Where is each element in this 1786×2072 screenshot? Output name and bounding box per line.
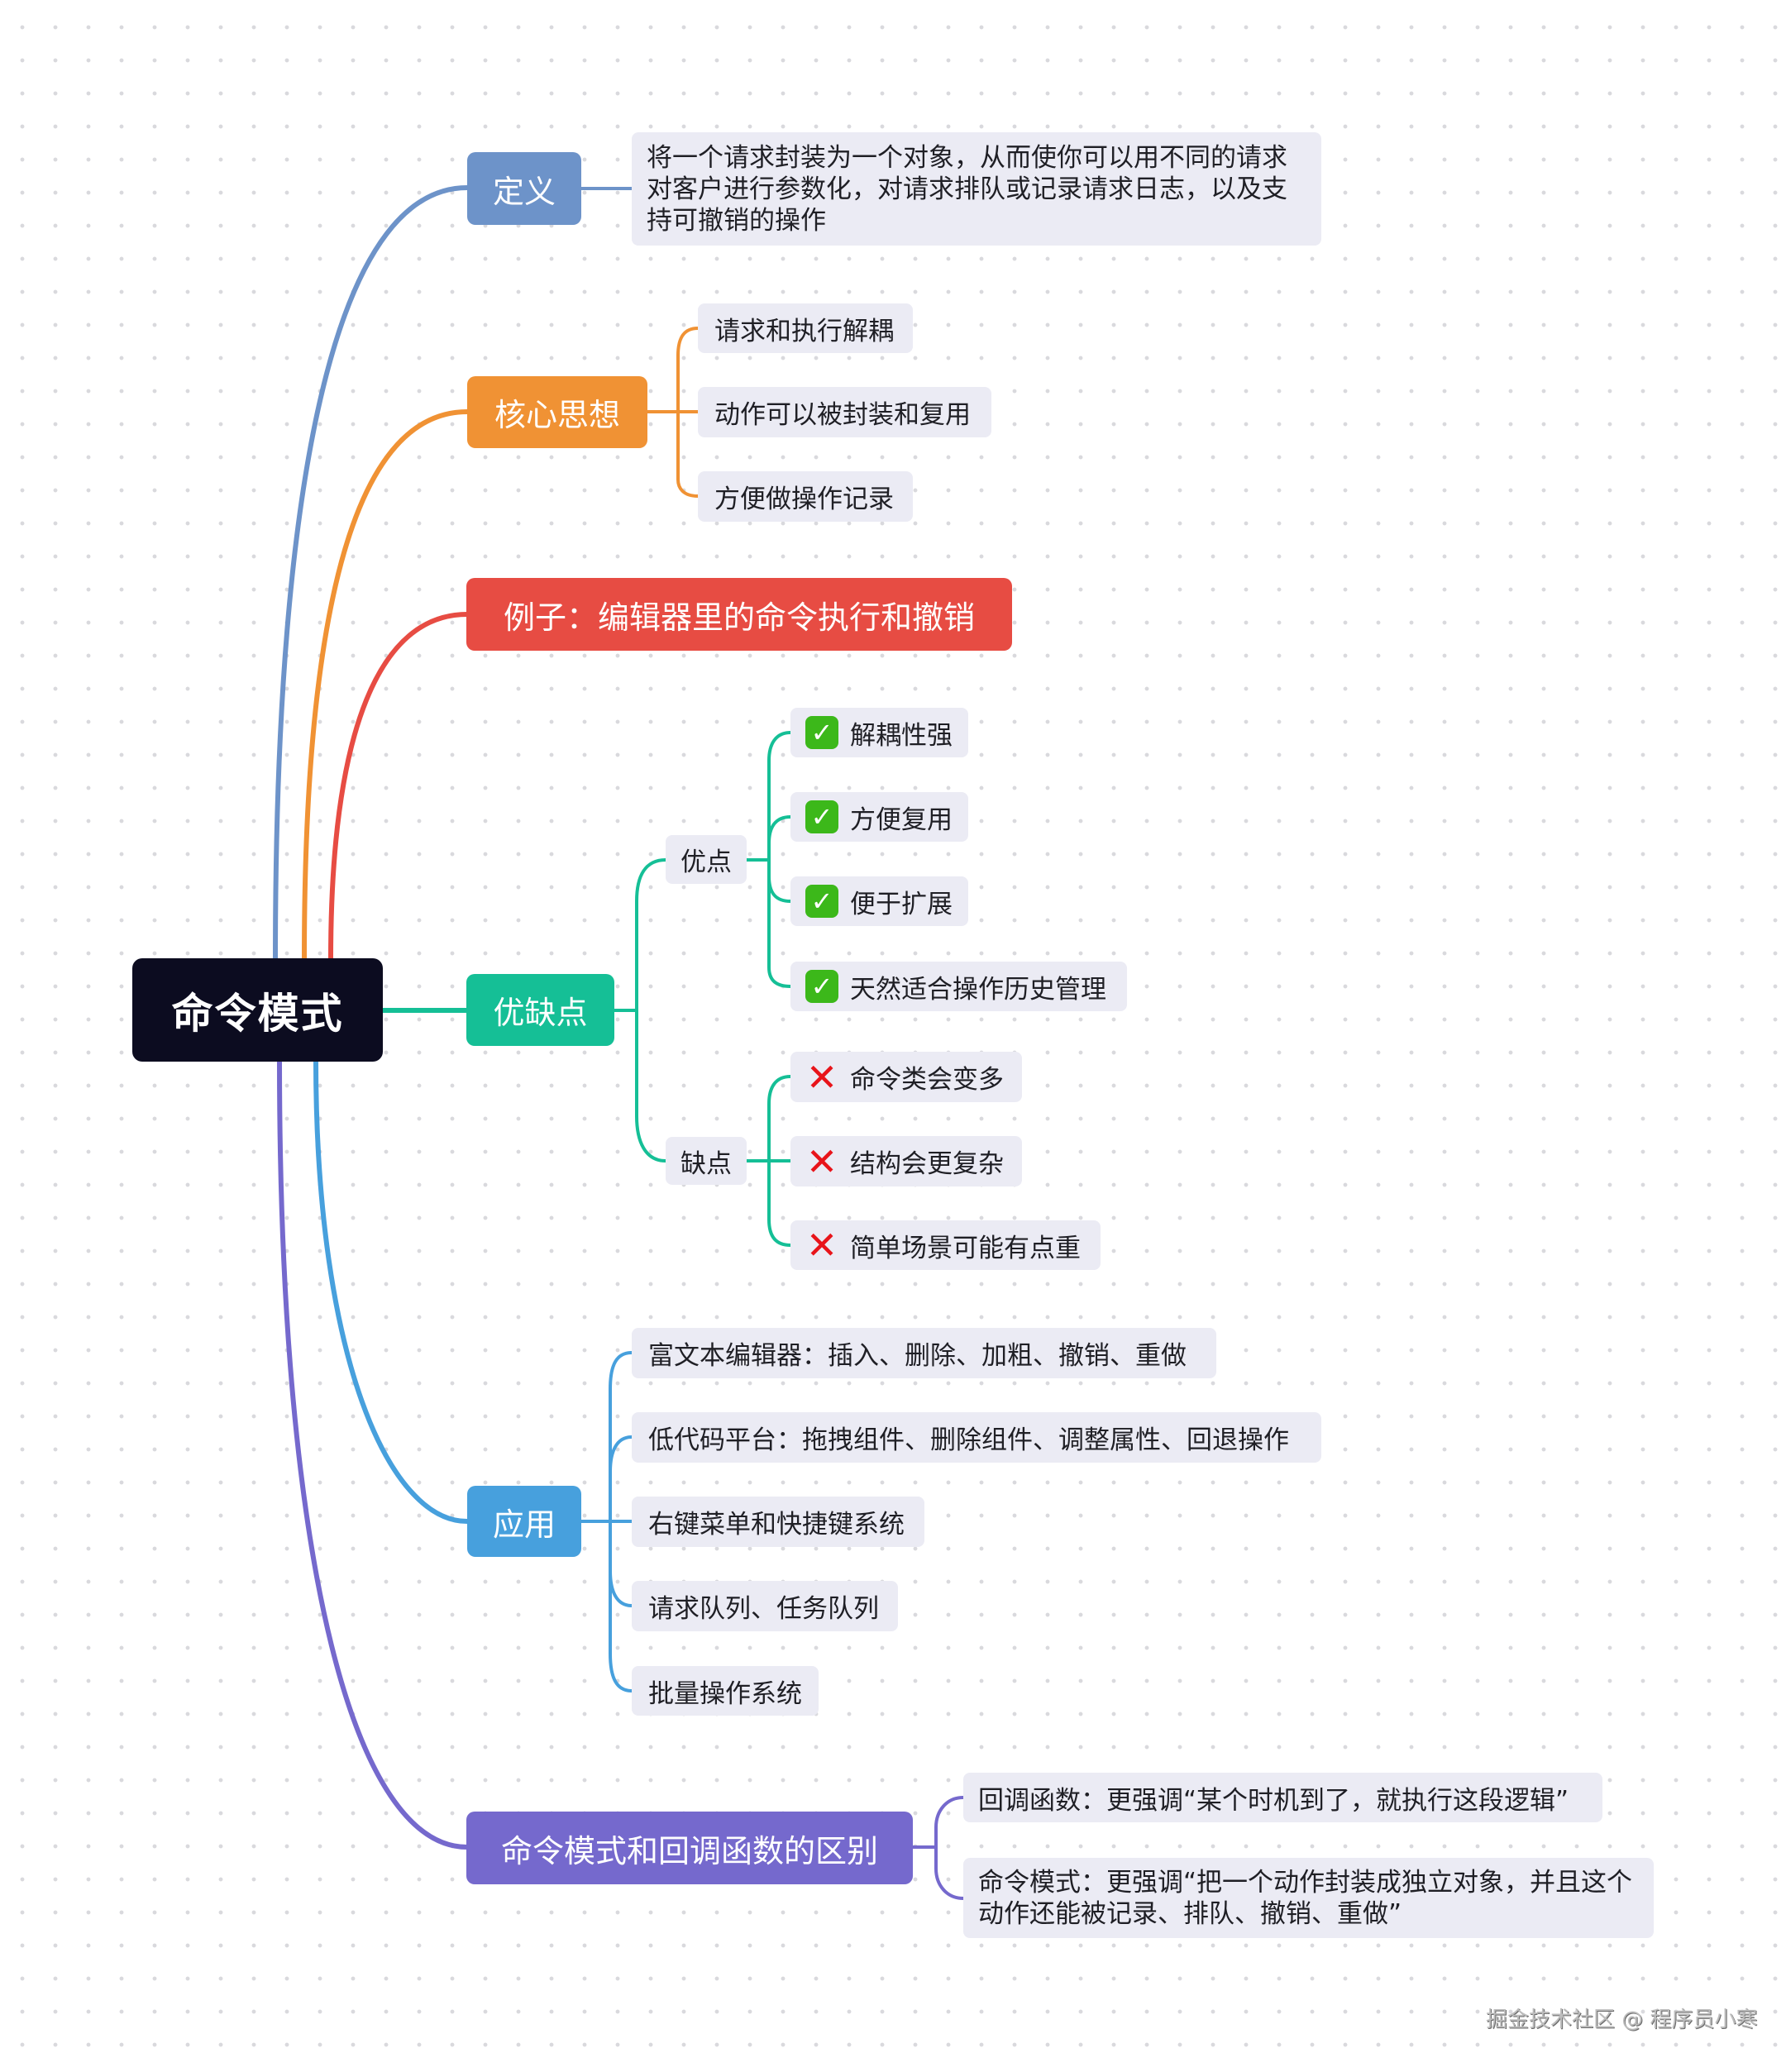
link-core	[302, 409, 468, 960]
pros-item-label: 天然适合操作历史管理	[850, 974, 1106, 1005]
application-item[interactable]: 右键菜单和快捷键系统	[632, 1497, 924, 1547]
link-example	[328, 612, 468, 960]
check-mark-icon: ✓	[805, 716, 838, 749]
link-core-items	[647, 327, 699, 498]
pros-item[interactable]: ✓ 解耦性强	[790, 708, 968, 757]
difference-item-label: 命令模式：更强调“把一个动作封装成独立对象，并且这个动作还能被记录、排队、撤销、…	[978, 1867, 1633, 1929]
branch-application[interactable]: 应用	[467, 1486, 581, 1557]
definition-text-label: 将一个请求封装为一个对象，从而使你可以用不同的请求对客户进行参数化，对请求排队或…	[647, 142, 1287, 236]
cons-item[interactable]: ✕ 简单场景可能有点重	[790, 1220, 1101, 1270]
branch-example-label: 例子：编辑器里的命令执行和撤销	[503, 599, 975, 636]
definition-text[interactable]: 将一个请求封装为一个对象，从而使你可以用不同的请求对客户进行参数化，对请求排队或…	[632, 132, 1321, 246]
difference-item-label: 回调函数：更强调“某个时机到了，就执行这段逻辑”	[978, 1785, 1569, 1816]
pros-item-label: 解耦性强	[850, 720, 953, 751]
branch-core-label: 核心思想	[494, 397, 620, 433]
link-pros-items	[747, 731, 791, 988]
core-item[interactable]: 方便做操作记录	[698, 471, 913, 522]
root-label: 命令模式	[171, 989, 344, 1038]
branch-difference[interactable]: 命令模式和回调函数的区别	[466, 1812, 913, 1884]
cons-node[interactable]: 缺点	[666, 1137, 747, 1185]
link-difference	[277, 1060, 468, 1850]
cons-item-label: 命令类会变多	[850, 1065, 1004, 1095]
branch-example[interactable]: 例子：编辑器里的命令执行和撤销	[466, 578, 1012, 651]
link-cons-items	[747, 1075, 791, 1247]
core-item[interactable]: 请求和执行解耦	[698, 303, 913, 353]
watermark: 掘金技术社区 @ 程序员小寒	[1486, 2008, 1758, 2032]
branch-definition[interactable]: 定义	[467, 152, 581, 225]
link-difference-items	[913, 1796, 964, 1900]
check-mark-icon: ✓	[805, 885, 838, 918]
check-mark-icon: ✓	[805, 970, 838, 1003]
core-item-label: 动作可以被封装和复用	[714, 400, 971, 430]
application-item[interactable]: 富文本编辑器：插入、删除、加粗、撤销、重做	[632, 1328, 1216, 1378]
pros-item-label: 便于扩展	[850, 889, 953, 919]
pros-label: 优点	[680, 847, 732, 877]
link-application	[313, 1060, 468, 1524]
pros-node[interactable]: 优点	[666, 835, 747, 884]
application-item[interactable]: 低代码平台：拖拽组件、删除组件、调整属性、回退操作	[632, 1412, 1321, 1463]
cons-item-label: 简单场景可能有点重	[850, 1233, 1081, 1263]
difference-item[interactable]: 命令模式：更强调“把一个动作封装成独立对象，并且这个动作还能被记录、排队、撤销、…	[963, 1858, 1654, 1938]
cons-item[interactable]: ✕ 结构会更复杂	[790, 1136, 1022, 1186]
pros-item[interactable]: ✓ 天然适合操作历史管理	[790, 962, 1127, 1011]
pros-item[interactable]: ✓ 方便复用	[790, 792, 968, 842]
difference-item[interactable]: 回调函数：更强调“某个时机到了，就执行这段逻辑”	[963, 1773, 1602, 1822]
core-item-label: 方便做操作记录	[714, 485, 894, 514]
application-item[interactable]: 请求队列、任务队列	[632, 1581, 898, 1631]
pros-item[interactable]: ✓ 便于扩展	[790, 876, 968, 926]
application-item-label: 批量操作系统	[648, 1678, 802, 1709]
pros-item-label: 方便复用	[850, 804, 953, 835]
cons-item[interactable]: ✕ 命令类会变多	[790, 1052, 1022, 1102]
cons-label: 缺点	[680, 1148, 732, 1179]
cons-item-label: 结构会更复杂	[850, 1149, 1004, 1179]
cross-mark-icon: ✕	[805, 1223, 838, 1268]
core-item[interactable]: 动作可以被封装和复用	[698, 387, 991, 437]
root-node[interactable]: 命令模式	[132, 958, 383, 1062]
core-item-label: 请求和执行解耦	[714, 316, 894, 346]
branch-difference-label: 命令模式和回调函数的区别	[500, 1832, 878, 1869]
branch-proscons[interactable]: 优缺点	[466, 974, 614, 1046]
check-mark-icon: ✓	[805, 800, 838, 833]
cross-mark-icon: ✕	[805, 1054, 838, 1100]
branch-core[interactable]: 核心思想	[467, 376, 647, 448]
cross-mark-icon: ✕	[805, 1139, 838, 1184]
branch-application-label: 应用	[492, 1506, 556, 1543]
link-proscons-sub	[614, 858, 666, 1163]
branch-definition-label: 定义	[492, 173, 556, 210]
application-item-label: 右键菜单和快捷键系统	[648, 1510, 905, 1540]
application-item-label: 低代码平台：拖拽组件、删除组件、调整属性、回退操作	[648, 1425, 1289, 1455]
link-application-items	[581, 1351, 633, 1692]
branch-proscons-label: 优缺点	[493, 995, 588, 1031]
application-item-label: 富文本编辑器：插入、删除、加粗、撤销、重做	[648, 1341, 1187, 1371]
application-item-label: 请求队列、任务队列	[648, 1594, 879, 1624]
application-item[interactable]: 批量操作系统	[632, 1666, 819, 1716]
link-definition	[273, 185, 468, 960]
